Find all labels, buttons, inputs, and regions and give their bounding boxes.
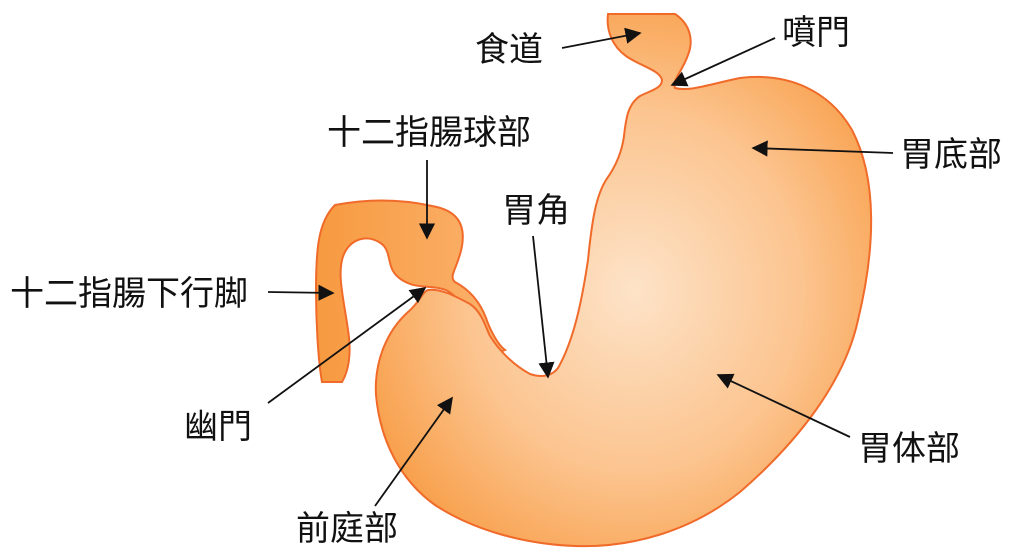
label-duodenal-bulb: 十二指腸球部 [327, 113, 531, 153]
label-cardia: 噴門 [782, 13, 850, 53]
label-gastric-body: 胃体部 [858, 429, 960, 469]
label-esophagus: 食道 [475, 30, 543, 70]
label-descending-duodenum: 十二指腸下行脚 [10, 274, 248, 314]
label-gastric-fundus: 胃底部 [900, 135, 1002, 175]
arrow-gastric-angle [533, 236, 548, 377]
arrow-descending-duodenum [268, 292, 333, 293]
label-antrum: 前庭部 [296, 509, 398, 549]
label-pylorus: 幽門 [184, 407, 252, 447]
label-gastric-angle: 胃角 [502, 191, 570, 231]
